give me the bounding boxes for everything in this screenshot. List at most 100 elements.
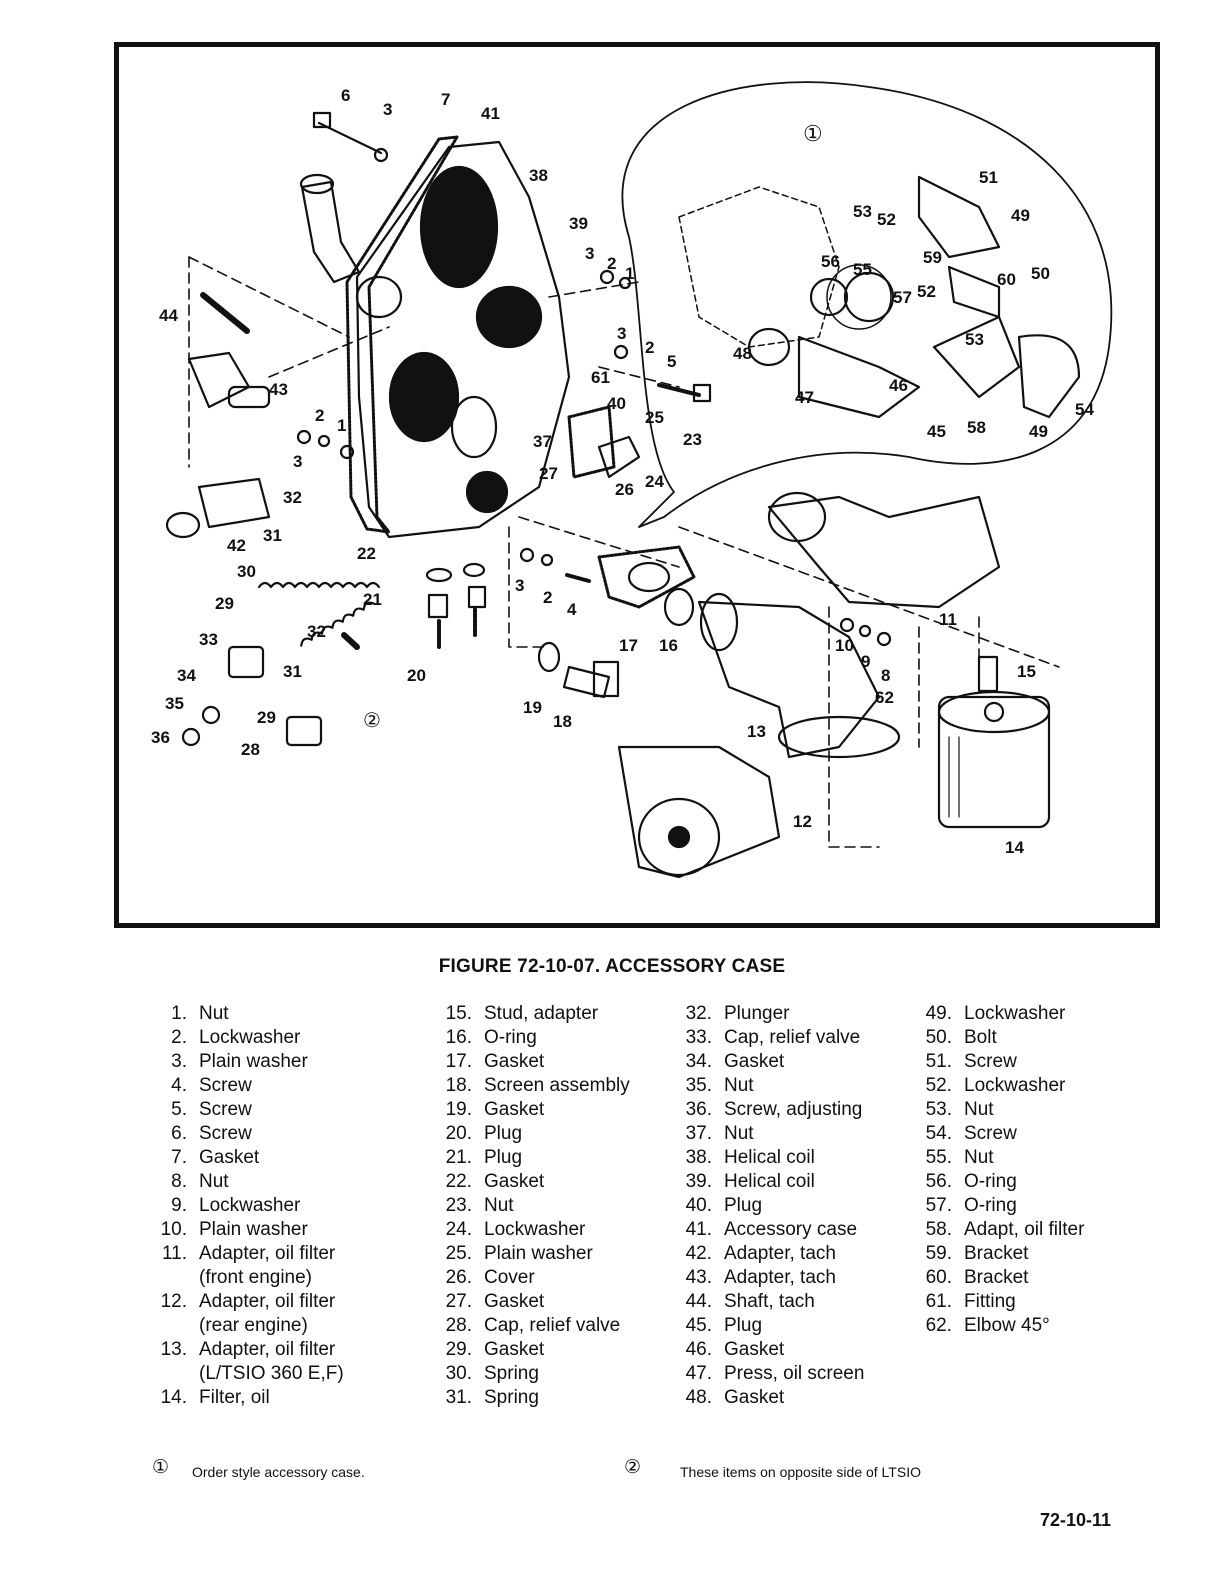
part-description: Plain washer xyxy=(484,1243,593,1264)
part-description: Filter, oil xyxy=(199,1387,270,1408)
callout-5: 5 xyxy=(667,352,676,371)
callout-1b: 1 xyxy=(337,416,346,435)
part-description: Lockwasher xyxy=(964,1003,1066,1024)
part-number: 16. xyxy=(445,1027,472,1048)
callout-17: 17 xyxy=(619,636,638,655)
part-number: 52. xyxy=(925,1075,952,1096)
part-number: 33. xyxy=(685,1027,712,1048)
callout-62: 62 xyxy=(875,688,894,707)
part-description: Lockwasher xyxy=(199,1195,301,1216)
part-number: 61. xyxy=(925,1291,952,1312)
part-description: Gasket xyxy=(484,1339,545,1360)
part-number: 24. xyxy=(445,1219,472,1240)
part-number: 10. xyxy=(160,1219,187,1240)
callout-7: 7 xyxy=(441,90,450,109)
callout-55: 55 xyxy=(853,260,872,279)
parts-list-item: 9.Lockwasher xyxy=(147,1194,344,1218)
callout-18: 18 xyxy=(553,712,572,731)
part-number: 3. xyxy=(171,1051,187,1072)
part-description: Gasket xyxy=(484,1291,545,1312)
part-description: Adapter, tach xyxy=(724,1243,836,1264)
part-description: Nut xyxy=(964,1099,994,1120)
part-description: Screw xyxy=(964,1051,1017,1072)
parts-list-item: 20.Plug xyxy=(432,1122,630,1146)
part-number: 49. xyxy=(925,1003,952,1024)
callout-49b: 49 xyxy=(1029,422,1048,441)
part-number: 2. xyxy=(171,1027,187,1048)
callout-29: 29 xyxy=(215,594,234,613)
part-description: Lockwasher xyxy=(484,1219,586,1240)
part-number: 26. xyxy=(445,1267,472,1288)
part-description: Screen assembly xyxy=(484,1075,630,1096)
parts-list-item: 22.Gasket xyxy=(432,1170,630,1194)
note-1-marker: ① xyxy=(152,1457,170,1478)
part-number: 29. xyxy=(445,1339,472,1360)
part-description: Screw xyxy=(199,1123,252,1144)
part-description: Plug xyxy=(484,1123,523,1144)
part-description: Plunger xyxy=(724,1003,790,1024)
parts-list-item: 50.Bolt xyxy=(912,1026,1084,1050)
callout-2c: 2 xyxy=(315,406,324,425)
filter-adapter-front xyxy=(767,495,1001,609)
parts-list-item: 14.Filter, oil xyxy=(147,1386,344,1410)
parts-list-item: 59.Bracket xyxy=(912,1242,1084,1266)
part-description: Screw, adjusting xyxy=(724,1099,863,1120)
part-description: Helical coil xyxy=(724,1171,815,1192)
part-description: Adapter, oil filter (L/TSIO 360 E,F) xyxy=(199,1339,344,1384)
callout-33: 33 xyxy=(199,630,218,649)
callout-40: 40 xyxy=(607,394,626,413)
callout-14: 14 xyxy=(1005,838,1024,857)
part-number: 32. xyxy=(685,1003,712,1024)
callout-31b: 31 xyxy=(283,662,302,681)
part-number: 58. xyxy=(925,1219,952,1240)
figure-frame: 6 3 7 41 38 39 3 2 1 3 2 5 61 40 25 37 2… xyxy=(114,42,1160,928)
callout-60: 60 xyxy=(997,270,1016,289)
part-number: 53. xyxy=(925,1099,952,1120)
part-number: 37. xyxy=(685,1123,712,1144)
part-number: 36. xyxy=(685,1099,712,1120)
part-description: Gasket xyxy=(484,1171,545,1192)
note-2-marker: ② xyxy=(624,1457,642,1478)
part-number: 28. xyxy=(445,1315,472,1336)
gasket-outline xyxy=(345,135,459,534)
part-number: 57. xyxy=(925,1195,952,1216)
part-description: Spring xyxy=(484,1363,539,1384)
parts-list-item: 31. Spring xyxy=(432,1386,630,1410)
part-description: Elbow 45° xyxy=(964,1315,1050,1336)
part-number: 45. xyxy=(685,1315,712,1336)
parts-list-item: 33.Cap, relief valve xyxy=(672,1026,864,1050)
relief-spring xyxy=(257,581,381,589)
callout-53: 53 xyxy=(853,202,872,221)
part-description: Nut xyxy=(724,1123,754,1144)
callout-32b: 32 xyxy=(307,622,326,641)
parts-list-item: 53. Nut xyxy=(912,1098,1084,1122)
callout-44: 44 xyxy=(159,306,178,325)
callout-32: 32 xyxy=(283,488,302,507)
callout-46: 46 xyxy=(889,376,908,395)
parts-list-item: 49. Lockwasher xyxy=(912,1002,1084,1026)
oil-filter xyxy=(937,695,1051,829)
part-number: 47. xyxy=(685,1363,712,1384)
part-description: Adapter, tach xyxy=(724,1267,836,1288)
part-number: 31. xyxy=(445,1387,472,1408)
callout-3e: 3 xyxy=(515,576,524,595)
part-number: 21. xyxy=(445,1147,472,1168)
parts-list-item: 51.Screw xyxy=(912,1050,1084,1074)
callout-48: 48 xyxy=(733,344,752,363)
callout-2d: 2 xyxy=(543,588,552,607)
callout-16: 16 xyxy=(659,636,678,655)
part-description: Spring xyxy=(484,1387,539,1408)
part-number: 43. xyxy=(685,1267,712,1288)
callout-3: 3 xyxy=(383,100,392,119)
callout-39: 39 xyxy=(569,214,588,233)
callout-8: 8 xyxy=(881,666,890,685)
callout-3c: 3 xyxy=(617,324,626,343)
parts-list-item: 3.Plain washer xyxy=(147,1050,344,1074)
callout-54: 54 xyxy=(1075,400,1094,419)
parts-list-item: 23.Nut xyxy=(432,1194,630,1218)
part-description: Screw xyxy=(964,1123,1017,1144)
parts-list-item: 8.Nut xyxy=(147,1170,344,1194)
parts-list-item: 19.Gasket xyxy=(432,1098,630,1122)
